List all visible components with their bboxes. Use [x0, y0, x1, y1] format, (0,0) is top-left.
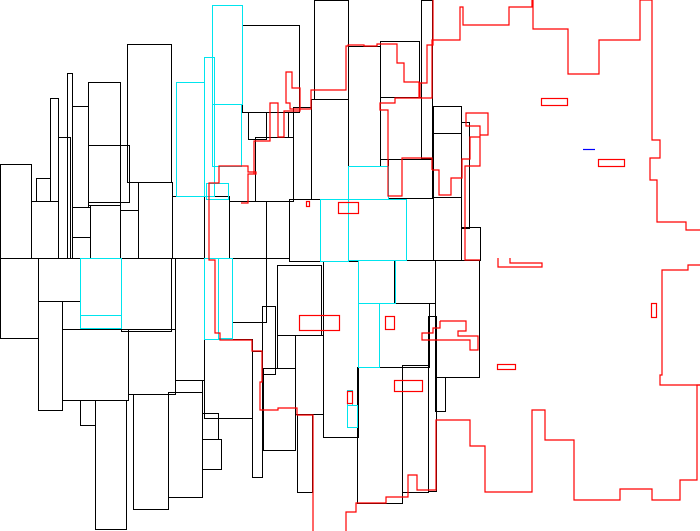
black-rect — [428, 316, 437, 492]
cyan-rect — [347, 405, 358, 428]
cyan-rect — [80, 315, 122, 329]
red-outline-layer — [208, 0, 700, 531]
red-contour — [432, 112, 489, 261]
black-rect — [262, 306, 276, 375]
red-rect — [384, 315, 396, 331]
black-rect — [88, 145, 130, 203]
black-rect — [95, 400, 127, 530]
cyan-rect — [358, 303, 380, 368]
black-rect — [435, 260, 480, 378]
red-rect — [298, 314, 341, 332]
black-rect — [435, 377, 446, 412]
red-contour — [208, 165, 314, 531]
red-rect — [393, 379, 424, 393]
red-rect — [540, 97, 569, 107]
cyan-rect — [218, 258, 233, 339]
red-rect — [597, 158, 626, 168]
black-rect — [202, 439, 222, 470]
red-contour — [253, 43, 433, 197]
red-rect — [346, 390, 354, 405]
red-rect — [337, 201, 360, 215]
red-rect — [305, 200, 311, 208]
red-contour — [421, 320, 479, 351]
red-rect — [650, 302, 658, 319]
black-rect — [175, 380, 203, 393]
cyan-rectangle-layer — [80, 5, 407, 428]
red-contour — [345, 384, 700, 531]
red-contour — [419, 0, 700, 231]
red-rect — [496, 363, 517, 371]
red-contour — [497, 258, 543, 268]
red-contour — [659, 264, 700, 386]
